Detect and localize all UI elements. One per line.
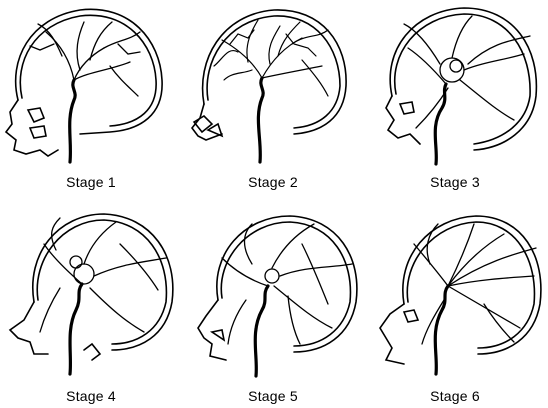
stage-5-panel: Stage 5	[182, 204, 364, 408]
angiogram-head-icon	[197, 215, 358, 378]
stage-label: Stage 6	[430, 388, 480, 404]
stage-1-panel: Stage 1	[0, 0, 182, 204]
stage-label: Stage 1	[66, 174, 116, 190]
stage-2-panel: Stage 2	[182, 0, 364, 204]
stage-6-panel: Stage 6	[364, 204, 546, 408]
angiogram-head-icon	[8, 213, 174, 376]
stage-label: Stage 2	[248, 174, 298, 190]
angiogram-head-icon	[379, 215, 542, 376]
stage-3-panel: Stage 3	[364, 0, 546, 204]
angiogram-head-icon	[385, 7, 538, 166]
angiogram-head-icon	[190, 9, 347, 164]
stage-label: Stage 5	[248, 388, 298, 404]
angiogram-head-icon	[4, 8, 163, 164]
stage-4-panel: Stage 4	[0, 204, 182, 408]
stage-label: Stage 3	[430, 174, 480, 190]
stage-label: Stage 4	[66, 388, 116, 404]
